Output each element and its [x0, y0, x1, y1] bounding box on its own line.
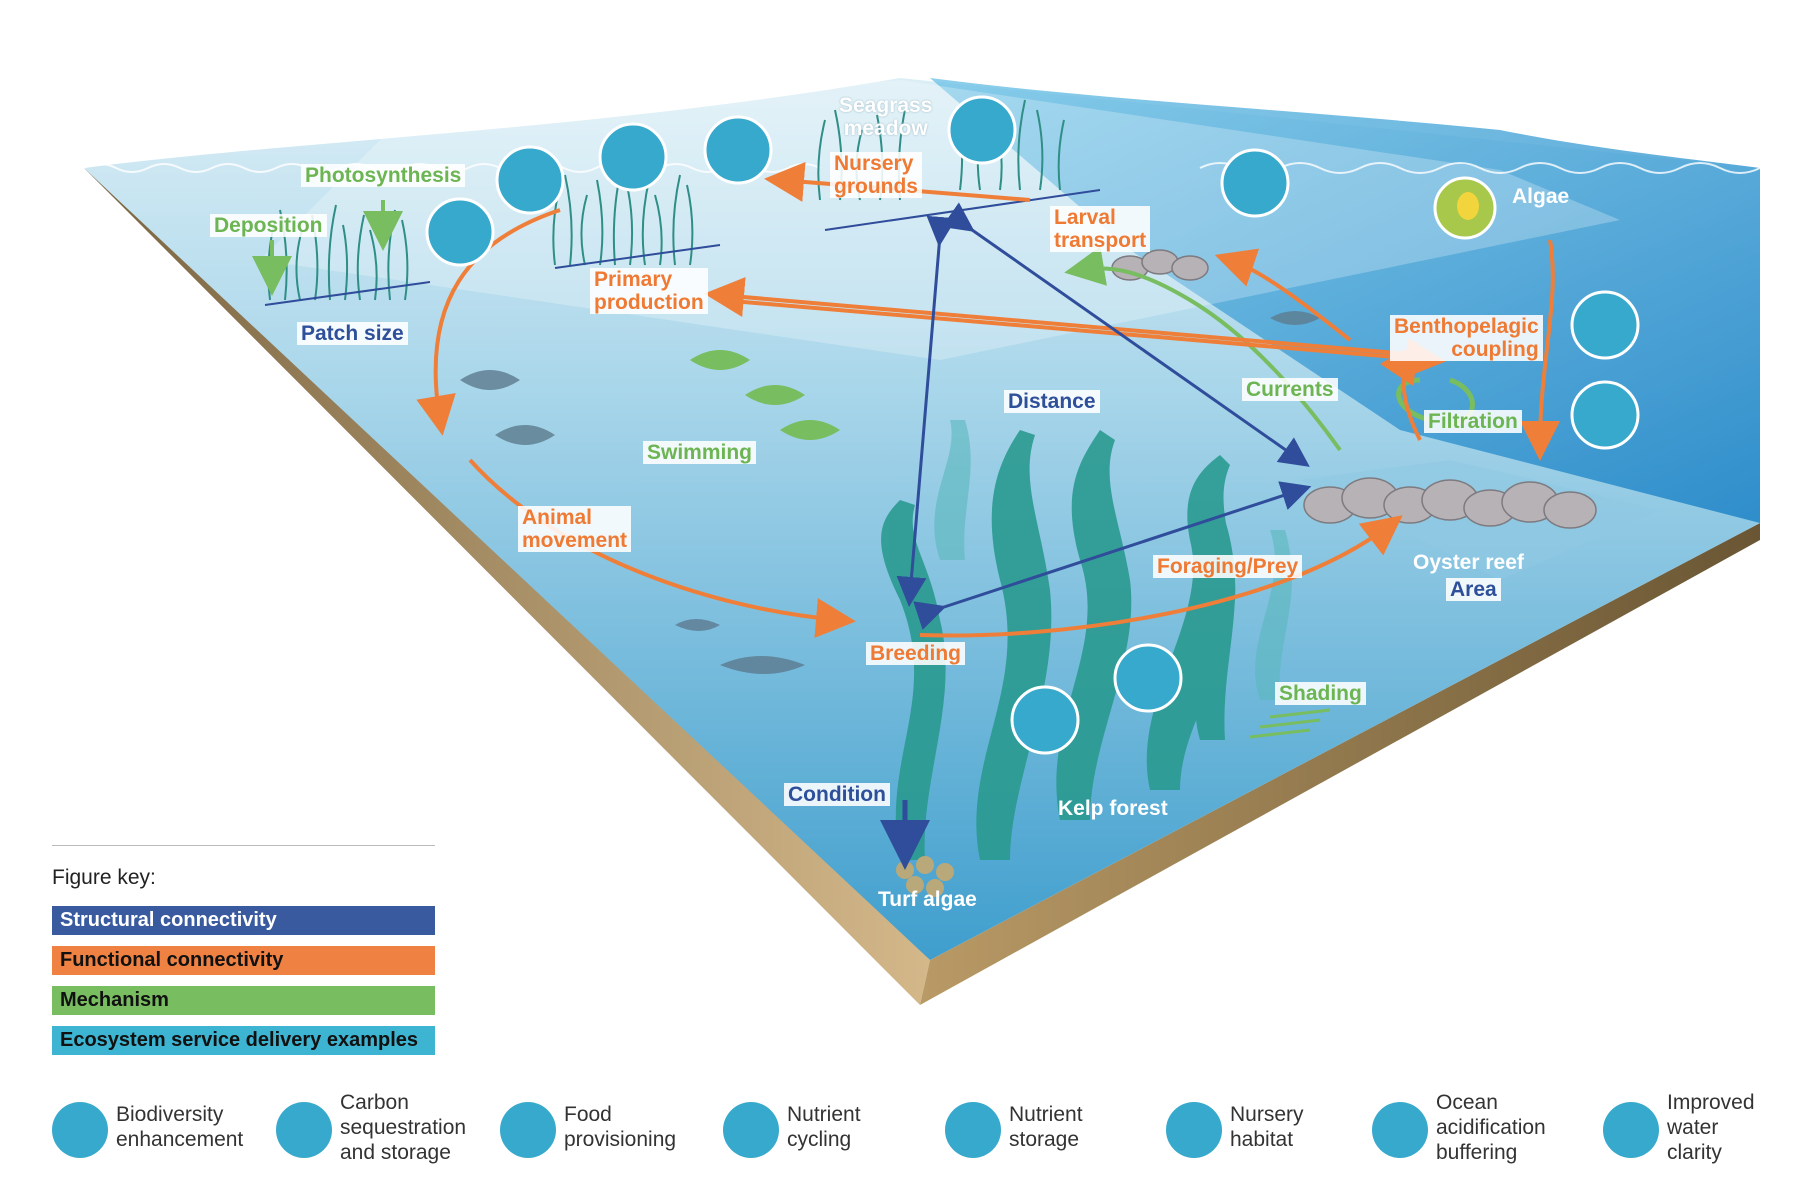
animal-movement-line-2: movement: [522, 529, 628, 552]
label-kelp-forest: Kelp forest: [1058, 797, 1168, 820]
nursery-habitat-icon: [947, 95, 1017, 165]
food-provisioning-icon: [500, 1102, 556, 1158]
shading-lines: [1249, 708, 1331, 739]
nutrient-storage-icon: [945, 1102, 1001, 1158]
label-condition: Condition: [784, 783, 890, 806]
figure-key-rule: [52, 845, 435, 846]
surface-wave-right: [1199, 162, 1761, 174]
food-provisioning-icon: [1220, 148, 1290, 218]
legend-line: Food: [564, 1103, 612, 1126]
swimming-fish: [690, 350, 840, 440]
legend-line: buffering: [1436, 1141, 1518, 1164]
key-ecosystem-service: Ecosystem service delivery examples: [52, 1026, 435, 1055]
label-benthopelagic-coupling: Benthopelagic coupling: [1390, 315, 1543, 361]
benthopelagic-line-2: coupling: [1451, 338, 1539, 361]
carbon-storage-icon: [276, 1102, 332, 1158]
legend-line: Improved: [1667, 1091, 1755, 1114]
legend-line: sequestration: [340, 1116, 467, 1139]
larval-transport-line-2: transport: [1054, 229, 1147, 252]
seagrass-patch-middle: [552, 169, 694, 266]
ocean-acidification-icon: [1372, 1102, 1428, 1158]
biodiversity-icon: [703, 115, 773, 185]
legend-line: acidification: [1436, 1116, 1546, 1139]
water-clarity-icon: [1603, 1102, 1659, 1158]
legend-line: storage: [1009, 1128, 1080, 1151]
nutrient-cycling-icon: [1570, 290, 1640, 360]
benthopelagic-line-1: Benthopelagic: [1394, 315, 1539, 338]
primary-production-line-2: production: [594, 291, 704, 314]
patch-size-bar: [264, 281, 431, 306]
key-structural-connectivity: Structural connectivity: [52, 906, 435, 935]
label-patch-size: Patch size: [297, 322, 408, 345]
label-primary-production: Primary production: [590, 268, 708, 314]
nutrient-storage-icon: [495, 145, 565, 215]
legend-line: water: [1667, 1116, 1719, 1139]
legend-line: enhancement: [116, 1128, 244, 1151]
structural-arrows: [880, 202, 1312, 870]
nursery-habitat-icon: [1166, 1102, 1222, 1158]
label-foraging-prey: Foraging/Prey: [1153, 555, 1303, 578]
seagrass-meadow-line-1: Seagrass: [839, 94, 933, 117]
figure-key-title: Figure key:: [52, 866, 156, 889]
legend-line: Nutrient: [1009, 1103, 1083, 1126]
label-area: Area: [1446, 578, 1501, 601]
sediment-side-left: [84, 168, 930, 1005]
sediment-side-right: [920, 523, 1760, 1005]
key-functional-connectivity: Functional connectivity: [52, 946, 435, 975]
legend-line: cycling: [787, 1128, 852, 1151]
legend-line: provisioning: [564, 1128, 677, 1151]
animal-movement-line-1: Animal: [522, 506, 593, 529]
legend-line: habitat: [1230, 1128, 1294, 1151]
legend-line: Nursery: [1230, 1103, 1304, 1126]
algae-cell: [1457, 192, 1479, 220]
primary-production-line-1: Primary: [594, 268, 673, 291]
label-distance: Distance: [1004, 390, 1100, 413]
label-turf-algae: Turf algae: [878, 888, 977, 911]
legend-line: Nutrient: [787, 1103, 861, 1126]
label-oyster-reef: Oyster reef: [1413, 551, 1524, 574]
label-filtration: Filtration: [1424, 410, 1522, 433]
label-larval-transport: Larval transport: [1050, 206, 1151, 252]
seagrass-meadow-line-2: meadow: [843, 117, 928, 140]
nursery-habitat-icon: [1010, 685, 1080, 755]
label-shading: Shading: [1275, 682, 1366, 705]
patch-size-bar-2: [554, 244, 721, 269]
open-ocean: [930, 78, 1760, 523]
ocean-acidification-icon: [598, 122, 668, 192]
legend-line: clarity: [1667, 1141, 1722, 1164]
label-breeding: Breeding: [866, 642, 966, 665]
legend-line: Carbon: [340, 1091, 409, 1114]
biodiversity-icon: [1113, 643, 1183, 713]
label-seagrass-meadow: Seagrass meadow: [839, 94, 932, 140]
nursery-grounds-line-2: grounds: [834, 175, 918, 198]
label-deposition: Deposition: [210, 214, 327, 237]
biodiversity-icon: [52, 1102, 108, 1158]
label-photosynthesis: Photosynthesis: [301, 164, 466, 187]
larval-transport-line-1: Larval: [1054, 206, 1116, 229]
label-swimming: Swimming: [643, 441, 757, 464]
legend-line: Ocean: [1436, 1091, 1498, 1114]
legend-line: and storage: [340, 1141, 451, 1164]
nutrient-cycling-icon: [723, 1102, 779, 1158]
carbon-storage-icon: [425, 197, 495, 267]
label-algae: Algae: [1512, 185, 1570, 208]
label-animal-movement: Animal movement: [518, 506, 632, 552]
water-clarity-icon: [1570, 380, 1640, 450]
label-currents: Currents: [1242, 378, 1338, 401]
nursery-grounds-line-1: Nursery: [834, 152, 914, 175]
key-mechanism: Mechanism: [52, 986, 435, 1015]
scene-service-icons: [425, 95, 1640, 755]
label-nursery-grounds: Nursery grounds: [830, 152, 922, 198]
legend-line: Biodiversity: [116, 1103, 224, 1126]
oyster-reef: [1303, 477, 1597, 529]
